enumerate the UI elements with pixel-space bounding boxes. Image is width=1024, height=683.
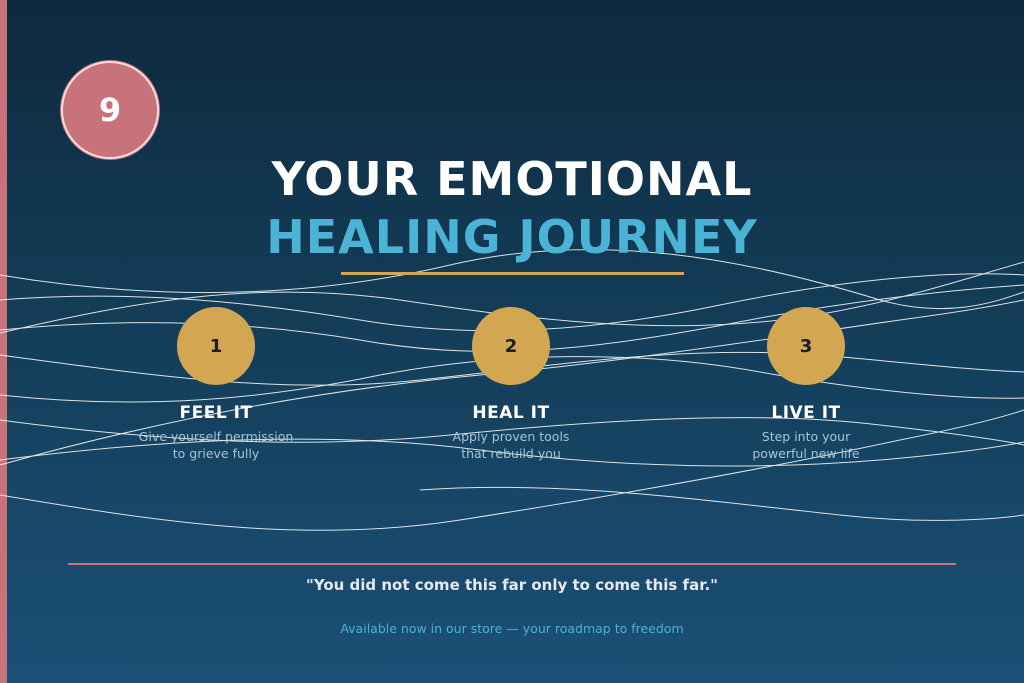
step-number: 2 bbox=[504, 335, 518, 357]
quote-text: "You did not come this far only to come … bbox=[306, 576, 718, 594]
step-number-circle: 3 bbox=[767, 307, 845, 385]
step-description-line: Give yourself permission bbox=[138, 429, 294, 444]
step-1: 1 FEEL IT Give yourself permission to gr… bbox=[96, 307, 336, 462]
store-line: Available now in our store — your roadma… bbox=[340, 621, 684, 636]
step-description-line: powerful new life bbox=[752, 446, 860, 461]
step-number: 1 bbox=[209, 335, 223, 357]
step-number-circle: 1 bbox=[177, 307, 255, 385]
step-2: 2 HEAL IT Apply proven tools that rebuil… bbox=[391, 307, 631, 462]
step-title: FEEL IT bbox=[179, 403, 253, 423]
title-underline bbox=[341, 272, 684, 275]
step-3: 3 LIVE IT Step into your powerful new li… bbox=[686, 307, 926, 462]
step-number: 3 bbox=[799, 335, 813, 357]
step-title: LIVE IT bbox=[771, 403, 841, 423]
step-number-circle: 2 bbox=[472, 307, 550, 385]
title-line-2: HEALING JOURNEY bbox=[266, 210, 758, 264]
number-badge: 9 bbox=[61, 61, 159, 159]
footer-divider bbox=[68, 563, 956, 565]
badge-number: 9 bbox=[98, 91, 122, 129]
step-description-line: to grieve fully bbox=[172, 446, 260, 461]
step-description-line: that rebuild you bbox=[461, 446, 561, 461]
step-description-line: Step into your bbox=[761, 429, 851, 444]
step-description-line: Apply proven tools bbox=[452, 429, 570, 444]
step-description: Give yourself permission to grieve fully bbox=[96, 428, 336, 462]
step-description: Apply proven tools that rebuild you bbox=[391, 428, 631, 462]
step-title: HEAL IT bbox=[472, 403, 550, 423]
title-line-1: YOUR EMOTIONAL bbox=[271, 152, 753, 206]
step-description: Step into your powerful new life bbox=[686, 428, 926, 462]
